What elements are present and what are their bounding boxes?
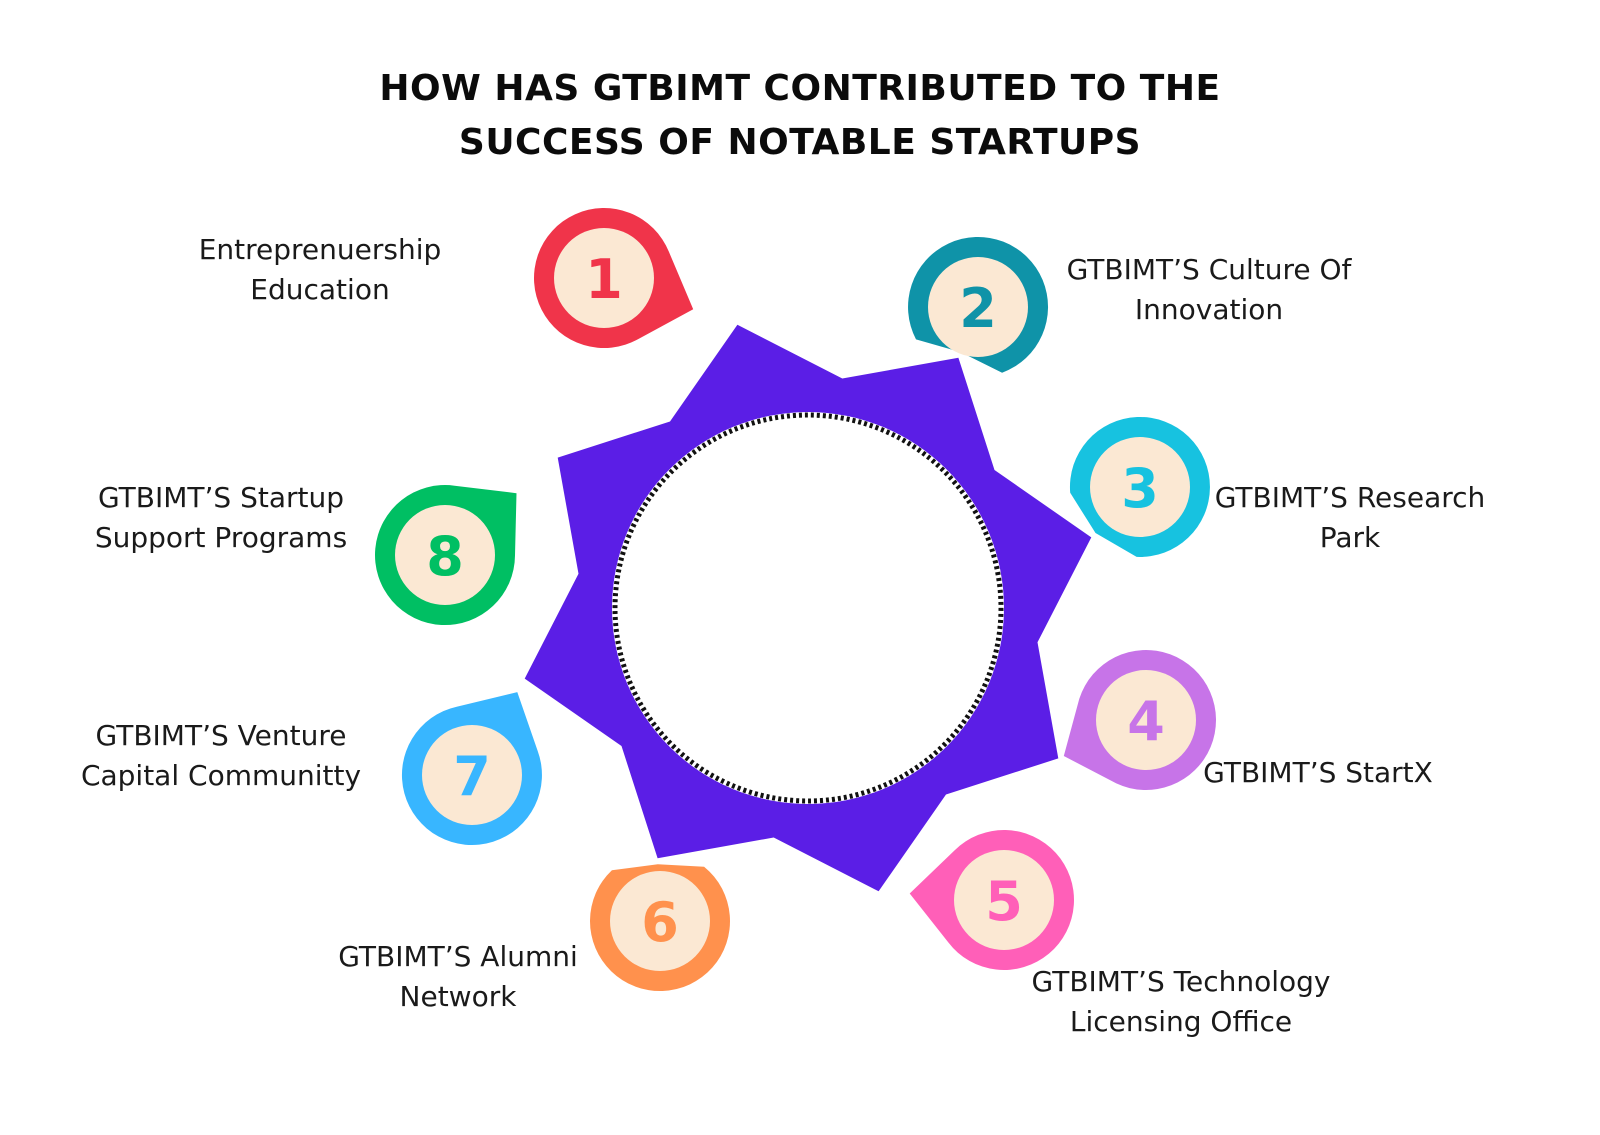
pin-number-1: 1 (585, 248, 623, 311)
pin-marker-6: 6 (589, 864, 730, 992)
pin-face-7 (422, 725, 522, 825)
item-label-5-line-1: GTBIMT’S Technology (1031, 965, 1331, 998)
item-label-3-line-1: GTBIMT’S Research (1214, 481, 1486, 514)
dotted-ring (612, 412, 1004, 804)
pin-face-4 (1096, 670, 1196, 770)
pin-face-2 (928, 257, 1028, 357)
title-line-2: SUCCESS OF NOTABLE STARTUPS (458, 122, 1142, 163)
pin-marker-3: 3 (1069, 416, 1210, 557)
pin-face-3 (1090, 437, 1190, 537)
item-label-5-line-2: Licensing Office (1069, 1005, 1293, 1038)
center-circle (612, 412, 1004, 804)
pin-face-1 (554, 228, 654, 328)
pin-face-6 (610, 871, 710, 971)
item-label-8-line-1: GTBIMT’S Startup (97, 481, 345, 514)
pin-marker-2: 2 (908, 236, 1049, 373)
pin-number-2: 2 (959, 277, 997, 340)
item-label-2-line-1: GTBIMT’S Culture Of (1066, 253, 1352, 286)
pin-number-7: 7 (453, 745, 491, 808)
pin-number-4: 4 (1127, 690, 1165, 753)
item-label-3-line-2: Park (1319, 521, 1381, 554)
pin-number-5: 5 (985, 870, 1023, 933)
item-label-4: GTBIMT’S StartX (1203, 753, 1433, 793)
pin-face-8 (395, 505, 495, 605)
pin-marker-7: 7 (401, 692, 542, 846)
pin-number-8: 8 (426, 525, 464, 588)
item-label-6-line-1: GTBIMT’S Alumni (338, 940, 578, 973)
pin-markers: 1 2 3 4 5 6 7 8 (375, 208, 1217, 992)
pin-marker-1: 1 (534, 208, 694, 349)
pin-number-3: 3 (1121, 457, 1159, 520)
item-label-7-line-2: Capital Communitty (80, 759, 362, 792)
item-label-2-line-2: Innovation (1134, 293, 1284, 326)
pin-marker-8: 8 (375, 485, 517, 626)
pin-marker-5: 5 (909, 829, 1074, 970)
item-label-1-line-2: Education (250, 273, 390, 306)
diagram-title: HOW HAS GTBIMT CONTRIBUTED TO THE SUCCES… (0, 62, 1600, 170)
item-label-7-line-1: GTBIMT’S Venture (95, 719, 347, 752)
item-label-1-line-1: Entreprenuership (198, 233, 442, 266)
pin-number-6: 6 (641, 891, 679, 954)
title-line-1: HOW HAS GTBIMT CONTRIBUTED TO THE (379, 68, 1221, 109)
item-label-4-line-1: GTBIMT’S StartX (1203, 756, 1433, 789)
pin-face-5 (954, 850, 1054, 950)
item-label-6-line-2: Network (399, 980, 517, 1013)
item-label-2: GTBIMT’S Culture Of Innovation (1067, 250, 1352, 330)
item-label-8-line-2: Support Programs (94, 521, 348, 554)
pin-marker-4: 4 (1063, 650, 1217, 791)
